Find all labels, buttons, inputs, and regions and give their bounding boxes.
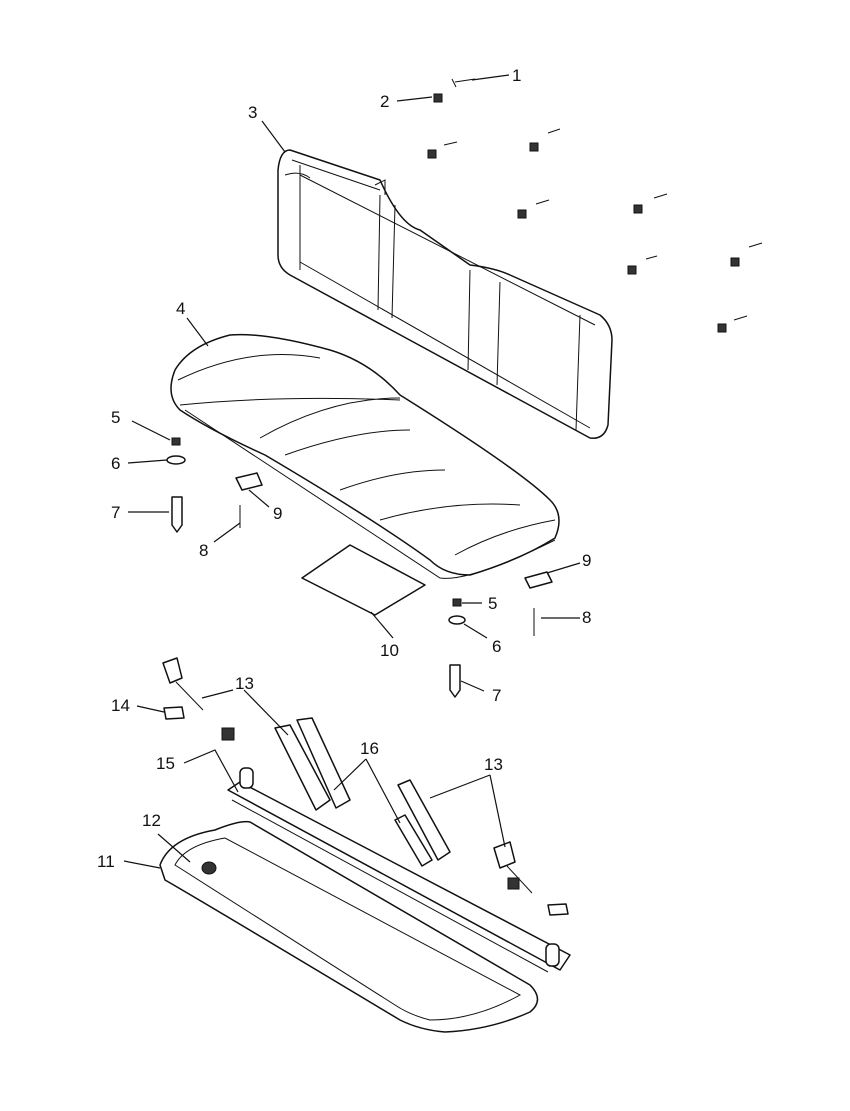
seat-frame bbox=[159, 767, 571, 1033]
hardware-right bbox=[448, 571, 553, 698]
callout-15: 15 bbox=[156, 754, 175, 773]
callout-9-right: 9 bbox=[582, 551, 591, 570]
callout-13-left: 13 bbox=[235, 674, 254, 693]
callout-8-right: 8 bbox=[582, 608, 591, 627]
callout-11: 11 bbox=[97, 852, 115, 871]
callout-5-right: 5 bbox=[488, 594, 497, 613]
hardware-left bbox=[166, 437, 263, 533]
callout-4: 4 bbox=[176, 299, 185, 318]
callout-14: 14 bbox=[111, 696, 130, 715]
callout-16: 16 bbox=[360, 739, 379, 758]
callout-3: 3 bbox=[248, 103, 257, 122]
callout-13-right: 13 bbox=[484, 755, 503, 774]
clip-2 bbox=[433, 93, 443, 103]
seat-belts bbox=[162, 657, 533, 894]
seat-back bbox=[277, 149, 613, 439]
screw-1 bbox=[451, 78, 476, 88]
callout-6-left: 6 bbox=[111, 454, 120, 473]
callout-5-left: 5 bbox=[111, 408, 120, 427]
bolts bbox=[163, 706, 569, 916]
callout-2: 2 bbox=[380, 92, 389, 111]
callout-7-left: 7 bbox=[111, 503, 120, 522]
seat-cushion bbox=[170, 333, 560, 579]
callout-12: 12 bbox=[142, 811, 161, 830]
callout-9-left: 9 bbox=[273, 504, 282, 523]
callout-7-right: 7 bbox=[492, 686, 501, 705]
callout-1: 1 bbox=[512, 66, 521, 85]
label-sheet bbox=[301, 544, 426, 616]
callout-6-right: 6 bbox=[492, 637, 501, 656]
callout-numbers: 1 2 3 4 5 6 7 8 9 9 5 8 6 10 7 13 14 15 … bbox=[97, 66, 591, 871]
callout-10: 10 bbox=[380, 641, 399, 660]
leader-lines bbox=[123, 74, 581, 869]
callout-8-left: 8 bbox=[199, 541, 208, 560]
screws-and-clips bbox=[427, 78, 763, 333]
